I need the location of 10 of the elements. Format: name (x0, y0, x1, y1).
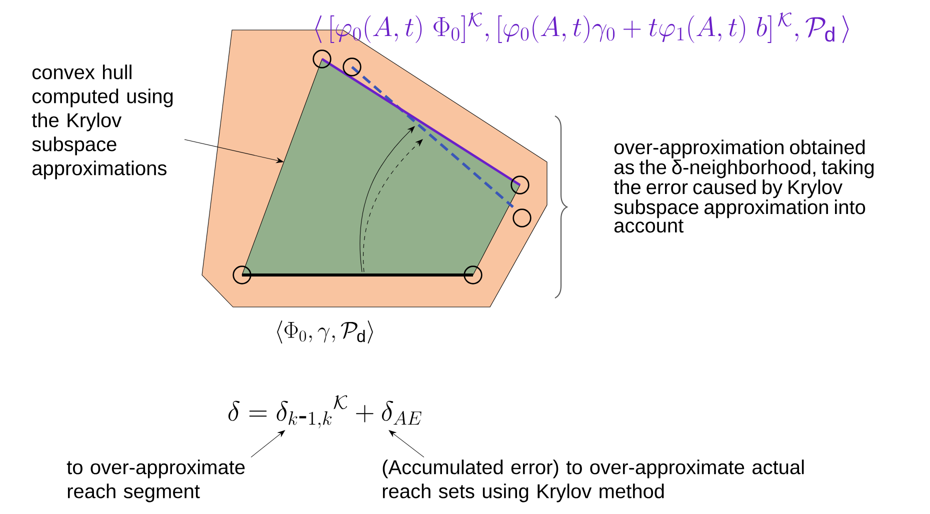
formula: $\langle \Phi_0, \gamma, \mathcal{P}_{\mathrm{d}} \rangle$ (277, 320, 373, 344)
annotation-text: to over-approximate reach segment (66, 460, 245, 502)
annotation-text: over-approximation obtained as the δ-neighborhood, taking the error caused by Krylov subspace approximation into account (614, 140, 874, 233)
convex-hull-polygon (242, 58, 520, 276)
annotation-text: convex hull computed using the Krylov subspace approximations (32, 64, 173, 180)
annotation-text: (Accumulated error) to over-approximate actual reach sets using Krylov method (382, 460, 804, 502)
arrow (184, 139, 284, 164)
leader-line (388, 430, 424, 458)
formula: $\delta = {\delta_{k\mbox{-}1,k}}^{\mathcal{K}} + \delta_{AE}$ (228, 395, 422, 428)
formula: $\langle\, [\varphi_0(A,t)\ \Phi_0]^{\mathcal{K}}, [\varphi_0(A,t)\gamma_0 + t\varphi_1(A,t)\ b]^{\,\mathcal{K}}, \mathcal{P}_{\mathrm{d}}\, \rangle$ (315, 12, 849, 44)
